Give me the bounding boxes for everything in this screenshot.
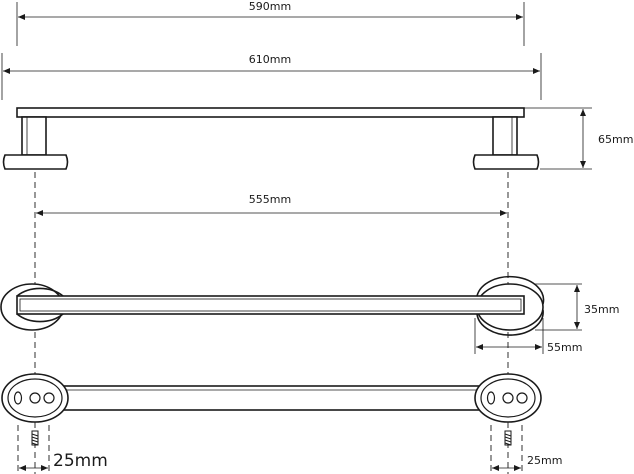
dimension-610: 610mm bbox=[1, 53, 542, 100]
front-view bbox=[0, 275, 545, 336]
dim-label-25-left: 25mm bbox=[53, 451, 108, 471]
side-view bbox=[2, 107, 540, 170]
dimension-590: 590mm bbox=[16, 0, 525, 46]
dimension-25-right: 25mm bbox=[492, 454, 562, 471]
dim-label-590: 590mm bbox=[249, 0, 291, 13]
dim-label-55: 55mm bbox=[547, 341, 582, 354]
mounting-view bbox=[1, 373, 542, 423]
dim-label-35: 35mm bbox=[584, 303, 619, 316]
dim-label-555: 555mm bbox=[249, 193, 291, 206]
dimension-55: 55mm bbox=[474, 318, 582, 354]
dimension-555: 555mm bbox=[36, 193, 507, 216]
dimension-65: 65mm bbox=[520, 107, 633, 170]
left-screw-icon bbox=[31, 430, 39, 446]
right-screw-icon bbox=[504, 430, 512, 446]
dim-label-610: 610mm bbox=[249, 53, 291, 66]
dimension-25-left: 25mm bbox=[19, 451, 108, 471]
dimension-35: 35mm bbox=[535, 283, 619, 331]
dim-label-65: 65mm bbox=[598, 133, 633, 146]
dim-label-25-right: 25mm bbox=[527, 454, 562, 467]
